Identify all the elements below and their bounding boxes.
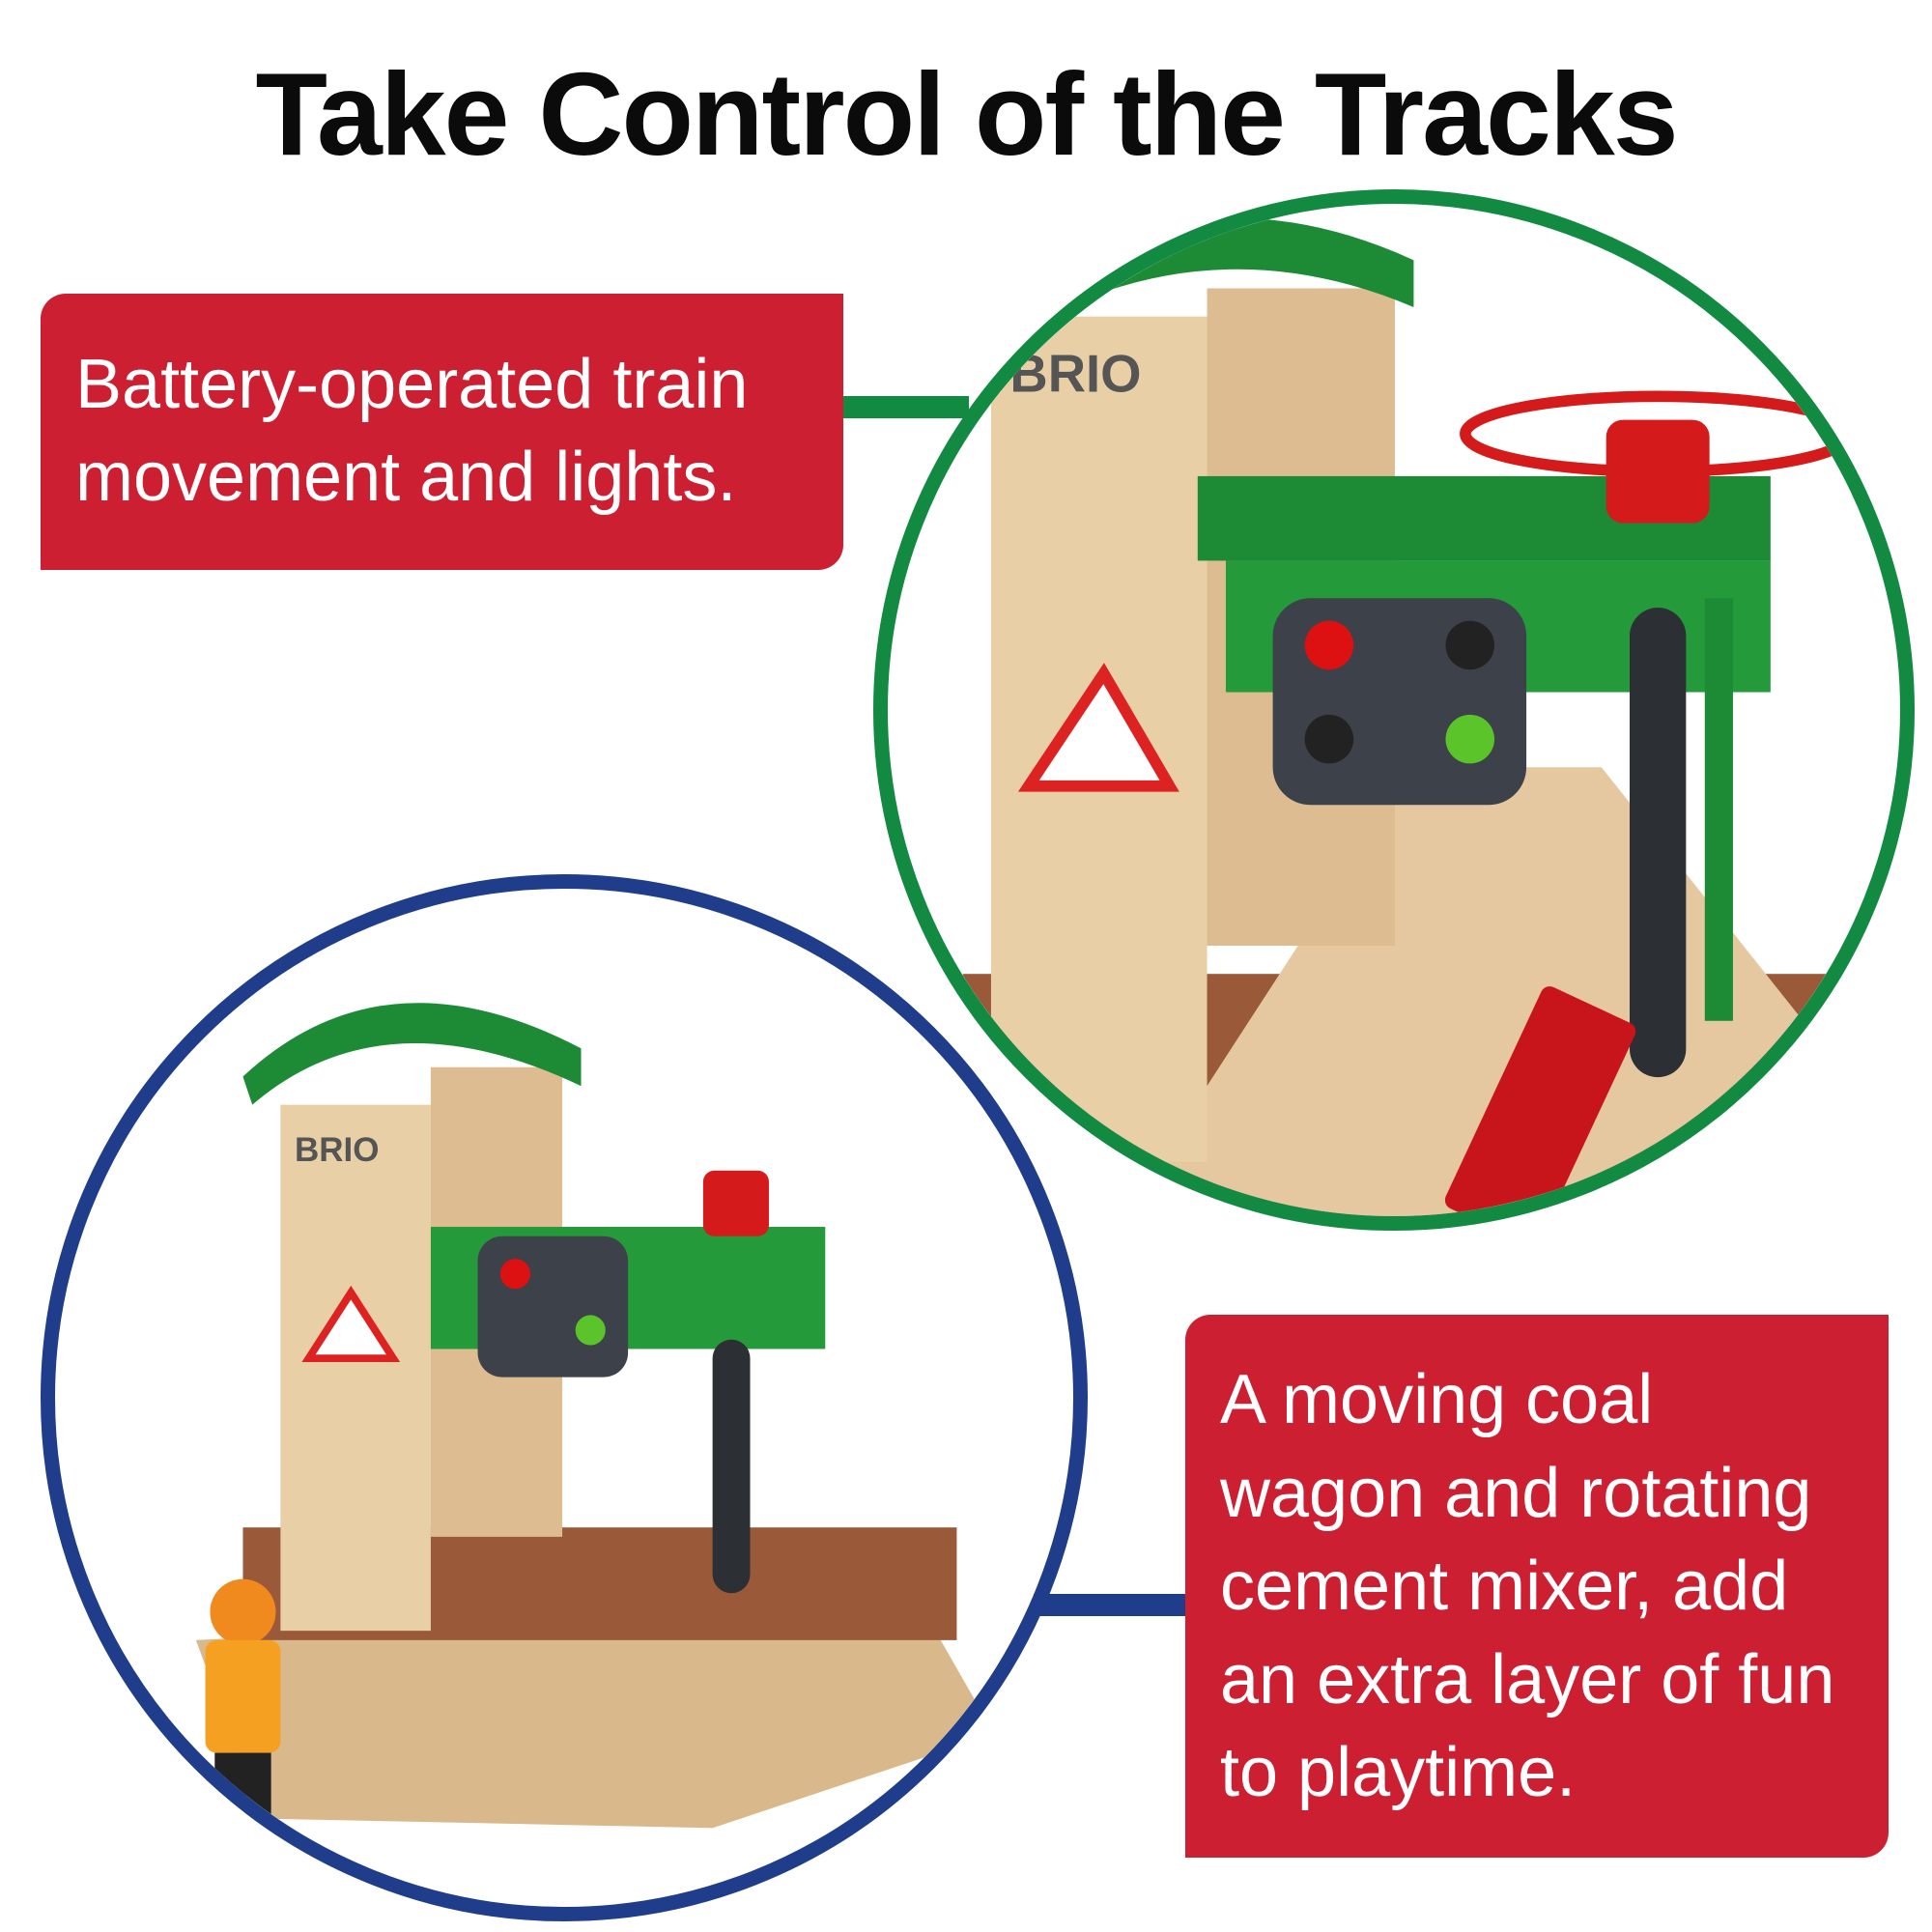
signal-station-product-illustration: BRIO <box>195 1003 995 1829</box>
callout-line: to playtime. <box>1220 1734 1577 1811</box>
callout-coal-wagon: A moving coal wagon and rotating cement … <box>1185 1315 1889 1858</box>
callout-line: cement mixer, add <box>1220 1548 1789 1625</box>
page-title: Take Control of the Tracks <box>255 48 1678 180</box>
callout-line: an extra layer of fun <box>1220 1640 1835 1719</box>
signal-station-closeup-illustration: BRIO <box>944 217 1900 1216</box>
closeup-photo-circle: BRIO <box>873 189 1915 1231</box>
callout-line: movement and lights. <box>75 439 737 516</box>
green-connector-line <box>843 396 969 418</box>
blue-connector-line <box>1034 1594 1188 1616</box>
callout-battery: Battery-operated train movement and ligh… <box>41 294 843 570</box>
brio-logo: BRIO <box>1009 344 1141 403</box>
callout-line: Battery-operated train <box>75 346 749 423</box>
svg-text:BRIO: BRIO <box>295 1131 380 1169</box>
product-photo-circle: BRIO <box>41 874 1088 1921</box>
callout-line: A moving coal <box>1220 1361 1654 1438</box>
callout-line: wagon and rotating <box>1220 1454 1812 1532</box>
